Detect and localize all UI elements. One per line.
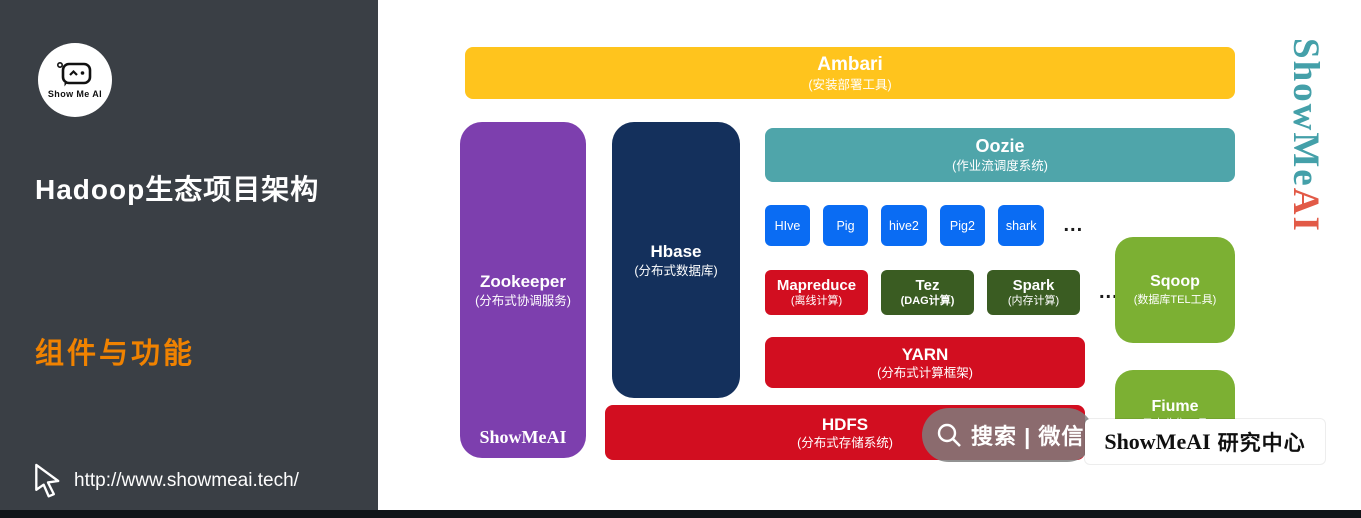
sqoop-desc: (数据库TEL工具) xyxy=(1133,293,1217,306)
tool-shark: shark xyxy=(997,205,1045,246)
tool-pig2: Pig2 xyxy=(939,205,985,246)
slide-title: Hadoop生态项目架构 xyxy=(35,174,320,205)
spark-name: Spark xyxy=(1012,277,1055,295)
hdfs-name: HDFS xyxy=(821,414,869,434)
brand-box: ShowMeAI 研究中心 xyxy=(1085,419,1325,464)
watermark-part1: ShowMe xyxy=(1285,38,1326,188)
tez-block: Tez (DAG计算) xyxy=(881,270,974,315)
spark-block: Spark (内存计算) xyxy=(987,270,1080,315)
zookeeper-brand-label: ShowMeAI xyxy=(479,427,567,447)
ambari-block: Ambari (安装部署工具) xyxy=(465,47,1235,99)
mapreduce-name: Mapreduce xyxy=(776,277,857,295)
oozie-block: Oozie (作业流调度系统) xyxy=(765,128,1235,182)
tez-name: Tez xyxy=(915,277,940,295)
tez-desc: (DAG计算) xyxy=(900,295,955,308)
tool-pig: Pig xyxy=(823,205,868,246)
hbase-block: Hbase (分布式数据库) xyxy=(612,122,740,398)
sql-tools-row: HIve Pig hive2 Pig2 shark ... xyxy=(765,205,1083,246)
spark-desc: (内存计算) xyxy=(1007,295,1060,308)
hbase-name: Hbase xyxy=(650,242,702,262)
flume-name: Fiume xyxy=(1151,398,1199,415)
tool-hive2: hive2 xyxy=(881,205,927,246)
vertical-watermark: ShowMeAI xyxy=(1284,38,1327,284)
site-url: http://www.showmeai.tech/ xyxy=(74,470,299,491)
showmeai-logo: Show Me AI xyxy=(38,43,112,117)
brand-suffix: 研究中心 xyxy=(1217,431,1306,455)
tools-ellipsis: ... xyxy=(1063,214,1084,236)
oozie-name: Oozie xyxy=(975,136,1025,157)
hbase-desc: (分布式数据库) xyxy=(634,263,718,278)
robot-face-icon xyxy=(56,61,92,87)
watermark-part2: AI xyxy=(1285,187,1326,233)
logo-label: Show Me AI xyxy=(47,89,103,99)
zookeeper-name: Zookeeper xyxy=(480,272,566,292)
hdfs-desc: (分布式存储系统) xyxy=(797,436,893,451)
footer: http://www.showmeai.tech/ xyxy=(30,462,299,500)
yarn-name: YARN xyxy=(901,344,949,364)
sqoop-name: Sqoop xyxy=(1150,273,1200,291)
compute-row: Mapreduce (离线计算) Tez (DAG计算) Spark (内存计算… xyxy=(765,270,1119,315)
ambari-desc: (安装部署工具) xyxy=(808,77,892,92)
tool-hive: HIve xyxy=(765,205,810,246)
oozie-desc: (作业流调度系统) xyxy=(952,159,1048,174)
sidebar: Show Me AI Hadoop生态项目架构 组件与功能 http://www… xyxy=(0,0,378,518)
yarn-block: YARN (分布式计算框架) xyxy=(765,337,1085,388)
brand-name: ShowMeAI xyxy=(1104,428,1211,454)
mapreduce-desc: (离线计算) xyxy=(790,295,843,308)
bottom-strip xyxy=(0,510,1361,518)
wechat-search-badge: 搜索 | 微信 xyxy=(922,408,1094,462)
zookeeper-block: Zookeeper (分布式协调服务) ShowMeAI xyxy=(460,122,586,458)
search-label: 搜索 | 微信 xyxy=(971,424,1085,449)
ambari-name: Ambari xyxy=(817,53,883,75)
sqoop-block: Sqoop (数据库TEL工具) xyxy=(1115,237,1235,343)
zookeeper-desc: (分布式协调服务) xyxy=(475,293,571,308)
yarn-desc: (分布式计算框架) xyxy=(877,366,973,381)
compute-ellipsis: ... xyxy=(1099,281,1119,303)
slide-subtitle: 组件与功能 xyxy=(35,338,196,370)
cursor-icon xyxy=(35,463,60,498)
mapreduce-block: Mapreduce (离线计算) xyxy=(765,270,868,315)
search-icon xyxy=(937,423,961,447)
